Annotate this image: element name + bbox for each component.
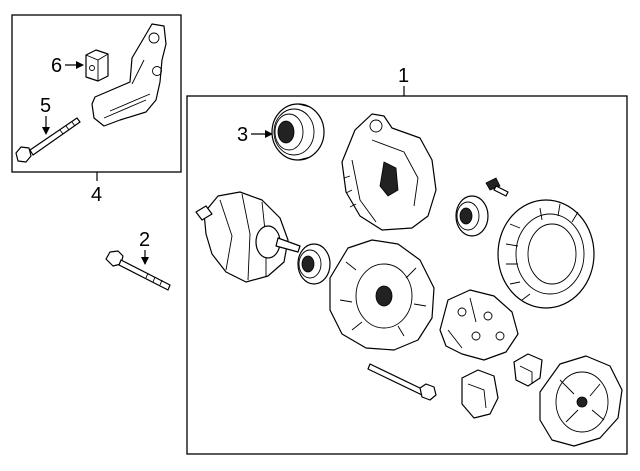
regulator-clip-part[interactable] — [513, 353, 543, 387]
stator-part[interactable] — [497, 199, 595, 309]
rear-cover-part[interactable] — [539, 355, 623, 447]
callout-1[interactable]: 1 — [398, 65, 409, 87]
callout-6[interactable]: 6 — [51, 55, 62, 77]
bearing-lower-part[interactable] — [297, 243, 331, 285]
nut-block-part[interactable] — [85, 49, 109, 82]
rear-housing-part[interactable] — [329, 239, 435, 351]
bearing-upper-part[interactable] — [455, 195, 489, 237]
through-bolt-part[interactable] — [367, 363, 437, 401]
callout-3[interactable]: 3 — [237, 124, 248, 146]
brush-holder-part[interactable] — [461, 369, 499, 419]
long-bolt-part[interactable] — [105, 250, 171, 291]
mounting-bracket-part[interactable] — [91, 23, 167, 127]
callout-4[interactable]: 4 — [91, 184, 102, 206]
screw-part[interactable] — [485, 177, 509, 197]
rotor-part[interactable] — [195, 191, 301, 283]
pulley-part[interactable] — [271, 103, 325, 161]
callout-5[interactable]: 5 — [40, 95, 51, 117]
rectifier-part[interactable] — [439, 289, 519, 361]
bracket-bolt-part[interactable] — [15, 117, 81, 163]
callout-2[interactable]: 2 — [139, 229, 150, 251]
alternator-assembly-frame — [186, 95, 628, 455]
front-housing-part[interactable] — [341, 113, 437, 231]
